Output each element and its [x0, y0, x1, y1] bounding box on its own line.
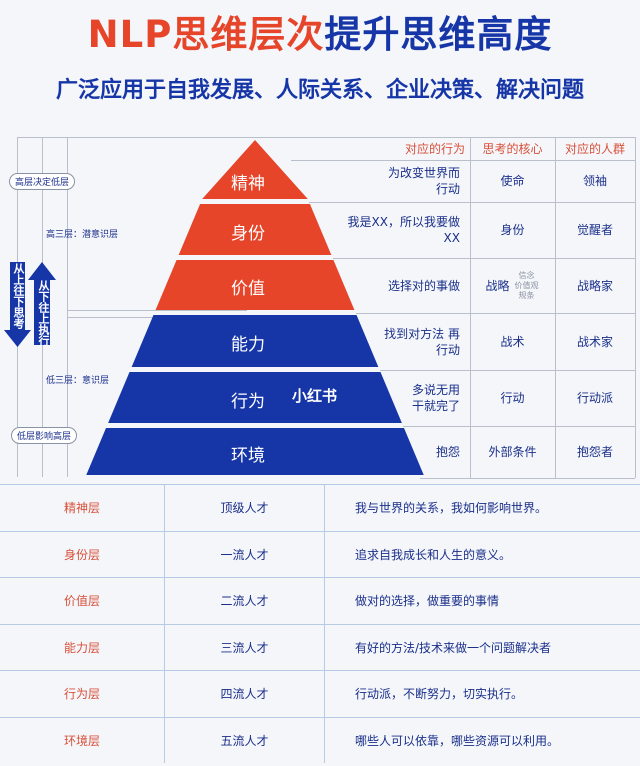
down-arrow-icon [4, 262, 31, 347]
people-cell: 战术家 [576, 334, 613, 349]
pyramid [86, 140, 424, 475]
divider [355, 313, 635, 314]
talent-cell: 一流人才 [165, 531, 325, 577]
table-row: 身份层一流人才 追求自我成长和人生的意义。 [0, 530, 640, 577]
people-cell: 行动派 [576, 391, 613, 405]
level-cell: 精神层 [0, 485, 165, 531]
talent-cell: 二流人才 [165, 578, 325, 624]
core-cell: 战略信念 价值观 规条 [485, 270, 539, 300]
people-cell: 战略家 [576, 278, 613, 293]
down-arrow-label: 从上往下思考 [12, 263, 25, 329]
layer-label: 环境 [231, 445, 265, 466]
table-row: 价值层二流人才 做对的选择，做重要的事情 [0, 577, 640, 624]
divider [67, 310, 247, 311]
divider [555, 137, 556, 478]
behavior-cell: 找到对方法 再行动 [384, 326, 460, 357]
up-arrow-icon [28, 262, 56, 345]
lower-note: 低三层：意识层 [46, 376, 110, 386]
behavior-cell: 我是XX，所以我要做XX [347, 215, 460, 245]
talent-table: 精神层顶级人才 我与世界的关系，我如何影响世界。身份层一流人才 追求自我成长和人生的… [0, 484, 640, 763]
talent-cell: 五流人才 [165, 717, 325, 763]
table-row: 能力层三流人才 有好的方法/技术来做一个问题解决者 [0, 623, 640, 670]
top-pill: 高层决定低层 [9, 173, 76, 190]
desc-cell: 做对的选择，做重要的事情 [355, 594, 500, 609]
divider [67, 317, 237, 318]
core-cell: 身份 [500, 223, 525, 237]
people-cell: 抱怨者 [576, 445, 613, 459]
core-cell: 外部条件 [488, 445, 537, 459]
header-people: 对应的人群 [564, 142, 625, 156]
pyramid-layer-3 [131, 315, 379, 367]
pyramid-layer-2 [155, 260, 355, 310]
arrows-icon [4, 262, 56, 347]
desc-cell: 追求自我成长和人生的意义。 [355, 547, 512, 562]
behavior-cell: 为改变世界而行动 [387, 166, 460, 196]
table-row: 精神层顶级人才 我与世界的关系，我如何影响世界。 [0, 484, 640, 531]
talent-cell: 三流人才 [165, 624, 325, 670]
talent-cell: 顶级人才 [165, 485, 325, 531]
layer-label: 身份 [231, 223, 265, 244]
divider [67, 137, 68, 477]
divider [379, 370, 635, 371]
level-cell: 价值层 [0, 578, 165, 624]
table-row: 环境层五流人才 哪些人可以依靠，哪些资源可以利用。 [0, 716, 640, 763]
watermark: 小红书 [292, 387, 338, 405]
behavior-cell: 选择对的事做 [387, 278, 460, 293]
people-cell: 觉醒者 [576, 223, 613, 237]
pyramid-layer-5 [86, 428, 424, 475]
header-behavior: 对应的行为 [404, 142, 465, 156]
divider [403, 426, 635, 427]
talent-cell: 四流人才 [165, 671, 325, 717]
bottom-pill: 低层影响高层 [11, 427, 78, 444]
desc-cell: 有好的方法/技术来做一个问题解决者 [355, 640, 552, 655]
core-cell: 使命 [500, 174, 525, 188]
layer-label: 精神 [231, 173, 265, 194]
pyramid-layer-0 [202, 140, 308, 199]
page-title: NLP思维层次提升思维高度 [87, 13, 553, 56]
divider [17, 137, 635, 138]
divider [635, 137, 636, 478]
behavior-cell: 抱怨 [435, 445, 460, 459]
divider [420, 478, 635, 479]
level-cell: 身份层 [0, 531, 165, 577]
pyramid-layer-1 [178, 204, 332, 255]
layer-label: 能力 [231, 335, 265, 355]
table-row: 行为层四流人才 行动派，不断努力，切实执行。 [0, 670, 640, 717]
divider [291, 160, 635, 161]
desc-cell: 我与世界的关系，我如何影响世界。 [355, 501, 548, 516]
people-cell: 领袖 [582, 174, 607, 188]
desc-cell: 行动派，不断努力，切实执行。 [355, 687, 524, 702]
pyramid-layer-4 [108, 372, 402, 423]
upper-note: 高三层：潜意识层 [46, 230, 119, 240]
core-cell: 战术 [500, 334, 525, 349]
header-core: 思考的核心 [482, 142, 543, 156]
core-note: 信念 价值观 规条 [514, 270, 539, 300]
behavior-cell: 多说无用 干就完了 [411, 383, 460, 413]
layer-label: 行为 [231, 391, 265, 412]
layer-label: 价值 [231, 279, 265, 299]
level-cell: 环境层 [0, 717, 165, 763]
desc-cell: 哪些人可以依靠，哪些资源可以利用。 [355, 733, 560, 748]
core-cell: 行动 [500, 391, 525, 405]
level-cell: 行为层 [0, 671, 165, 717]
divider [332, 258, 635, 259]
level-cell: 能力层 [0, 624, 165, 670]
subtitle: 广泛应用于自我发展、人际关系、企业决策、解决问题 [55, 78, 584, 103]
divider [470, 137, 471, 478]
up-arrow-label: 从下往上执行 [37, 280, 50, 346]
divider [309, 202, 635, 203]
